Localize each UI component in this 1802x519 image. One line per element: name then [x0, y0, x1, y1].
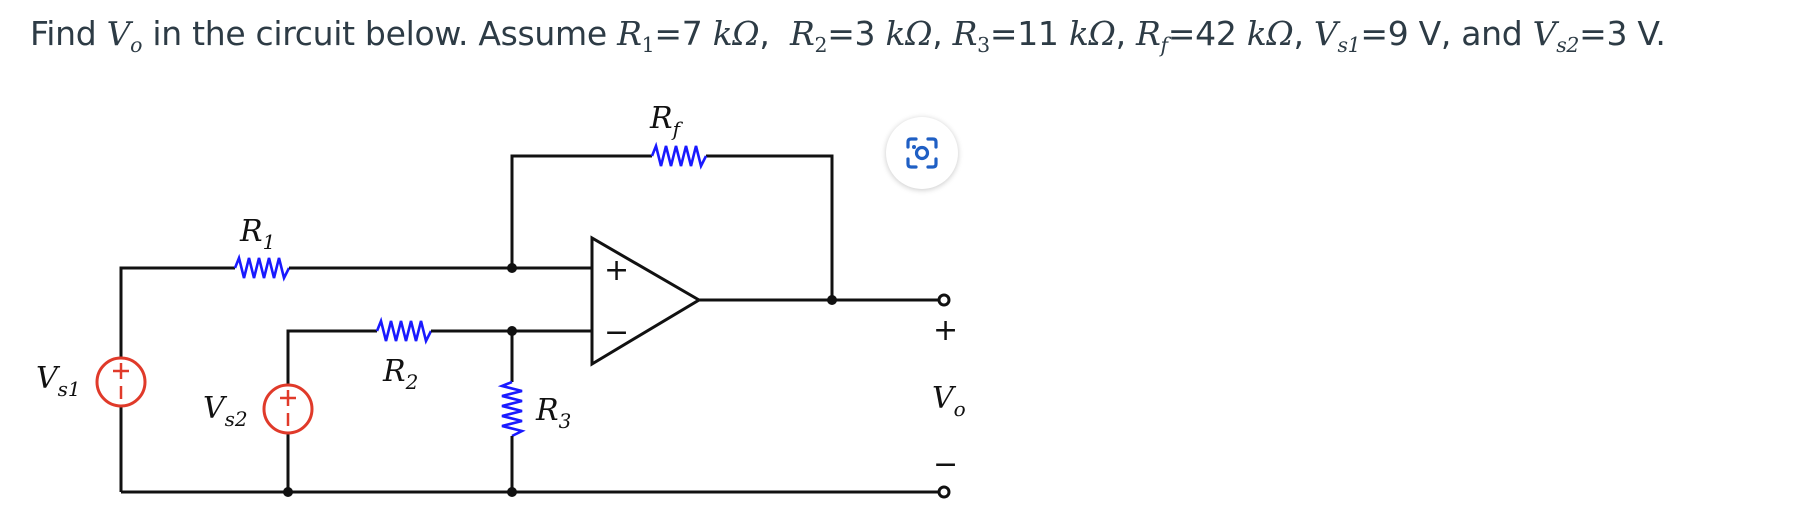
- rf-unit: kΩ: [1246, 14, 1294, 53]
- source-vs1: [95, 356, 147, 408]
- r3-symbol: R3: [952, 14, 991, 57]
- r1-label: R1: [239, 214, 275, 254]
- junction-dot: [507, 487, 517, 497]
- r3-unit: kΩ: [1068, 14, 1116, 53]
- output-plus-sign: +: [933, 313, 958, 348]
- vo-var: V: [106, 14, 131, 53]
- rf-symbol: Rf: [1135, 14, 1168, 57]
- wire-top-left: [119, 266, 235, 360]
- vs2-sub: s2: [1556, 33, 1580, 58]
- output-terminal-top: [937, 293, 951, 307]
- wire-mid-left: [286, 329, 377, 384]
- r3-sub: 3: [977, 33, 990, 58]
- junction-dot: [827, 295, 837, 305]
- junction-dot: [283, 487, 293, 497]
- opamp-plus-sign: +: [604, 253, 629, 288]
- r2-symbol: R2: [789, 14, 828, 57]
- rf-label: Rf: [649, 101, 684, 141]
- junction-dot: [507, 263, 517, 273]
- vo-sub: o: [130, 33, 143, 58]
- vs1-sub: s1: [1337, 33, 1361, 58]
- vs1-value: =9 V: [1360, 14, 1441, 53]
- source-vs2: [262, 383, 314, 435]
- rf-value: =42: [1167, 14, 1237, 53]
- question-find: Find: [30, 14, 97, 53]
- r1-sub: 1: [641, 33, 655, 58]
- junction-dot: [507, 326, 517, 336]
- resistor-r1: [233, 253, 291, 282]
- vo-symbol: Vo: [106, 14, 143, 57]
- wire-feedback: [510, 154, 652, 268]
- r2-unit: kΩ: [885, 14, 933, 53]
- opamp: [590, 235, 702, 367]
- r1-unit: kΩ: [712, 14, 760, 53]
- opamp-minus-sign: −: [604, 315, 629, 350]
- vs1-symbol: Vs1: [1313, 14, 1361, 57]
- r2-label: R2: [382, 354, 418, 394]
- r3-var: R: [952, 14, 978, 53]
- question-text: Find Vo in the circuit below. Assume R1=…: [30, 14, 1666, 58]
- scan-text-icon: [906, 137, 938, 169]
- wire-feedback-right: [706, 154, 834, 300]
- r1-var: R: [617, 14, 642, 53]
- vs1-var: V: [1313, 14, 1338, 53]
- rf-var: R: [1135, 14, 1161, 53]
- resistor-r2: [375, 316, 433, 345]
- resistor-r3: [497, 380, 526, 438]
- vo-label: Vo: [932, 381, 966, 421]
- question-and: , and: [1440, 14, 1523, 53]
- rf-sub: f: [1160, 33, 1169, 58]
- r2-sub: 2: [814, 33, 828, 58]
- vs2-value: =3 V.: [1579, 14, 1666, 53]
- r1-symbol: R1: [617, 14, 655, 57]
- output-terminal-bottom: [937, 485, 951, 499]
- resistor-rf: [650, 141, 708, 170]
- r3-label: R3: [535, 393, 571, 433]
- vs2-label: Vs2: [203, 391, 248, 431]
- output-minus-sign: −: [933, 447, 958, 482]
- question-in-circuit: in the circuit below. Assume: [152, 14, 607, 53]
- vs2-var: V: [1532, 14, 1557, 53]
- ocr-scan-button[interactable]: [886, 117, 958, 189]
- r2-value: =3: [827, 14, 876, 53]
- r2-var: R: [789, 14, 815, 53]
- vs1-label: Vs1: [36, 361, 81, 401]
- r3-value: =11: [989, 14, 1059, 53]
- r1-value: =7: [654, 14, 703, 53]
- vs2-symbol: Vs2: [1532, 14, 1580, 57]
